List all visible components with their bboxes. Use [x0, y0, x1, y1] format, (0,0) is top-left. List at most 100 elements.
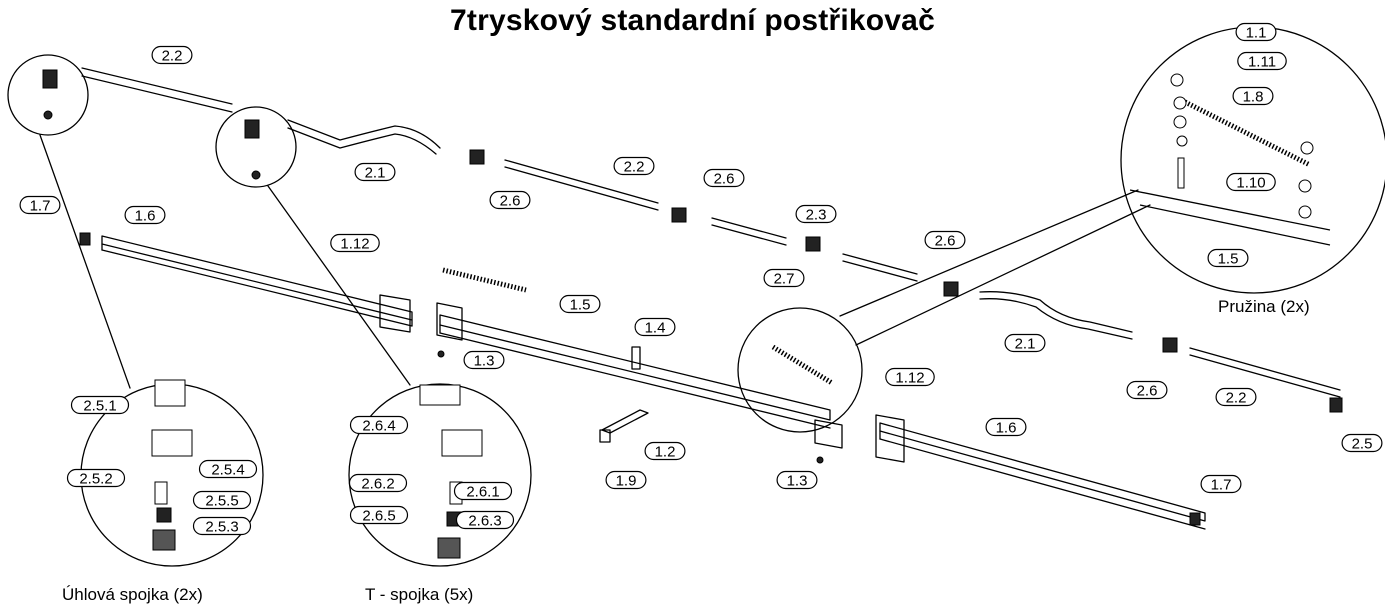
- part-label: 2.5: [1341, 433, 1383, 453]
- part-label-text: 1.6: [135, 208, 156, 225]
- part-label-bubble: [70, 395, 130, 415]
- part-label-text: 2.6.2: [361, 476, 394, 493]
- part-label: 2.6: [1126, 380, 1168, 400]
- part-label-bubble: [1341, 433, 1383, 453]
- part-label-text: 2.2: [624, 159, 645, 176]
- part-label-text: 2.6: [935, 233, 956, 250]
- part-label-text: 2.6.1: [466, 484, 499, 501]
- part-label-text: 1.3: [474, 353, 495, 370]
- springs: [442, 99, 1312, 386]
- part-label-bubble: [453, 481, 513, 501]
- part-label-bubble: [192, 516, 252, 536]
- small-parts: [42, 69, 1343, 559]
- part-label-bubble: [1237, 51, 1287, 71]
- part-label: 1.5: [1207, 248, 1249, 268]
- part-label-text: 2.5.5: [205, 493, 238, 510]
- caption-spring: Pružina (2x): [1218, 297, 1310, 316]
- part-label-bubble: [1207, 248, 1249, 268]
- detail-circle-spring-small: [737, 307, 863, 433]
- part-label: 1.7: [1200, 474, 1242, 494]
- part-label: 2.2: [1215, 387, 1257, 407]
- part-label-text: 1.7: [30, 198, 51, 215]
- part-label-text: 2.5: [1352, 436, 1373, 453]
- part-label-bubble: [924, 230, 966, 250]
- part-label: 1.6: [985, 417, 1027, 437]
- part-label-text: 1.8: [1243, 89, 1264, 106]
- part-label: 2.6.1: [453, 481, 513, 501]
- part-label: 1.9: [605, 470, 647, 490]
- part-label-bubble: [605, 470, 647, 490]
- part-label-text: 2.6.3: [468, 513, 501, 530]
- part-label-bubble: [455, 510, 515, 530]
- part-label-text: 1.5: [1218, 251, 1239, 268]
- part-label: 2.2: [613, 156, 655, 176]
- part-label-text: 1.11: [1248, 54, 1276, 71]
- part-label-text: 2.5.3: [205, 519, 238, 536]
- part-label-text: 1.4: [645, 320, 666, 337]
- detail-circle-tee-top: [215, 106, 297, 188]
- part-label-bubble: [1126, 380, 1168, 400]
- part-label: 2.6: [703, 168, 745, 188]
- part-label-bubble: [198, 459, 258, 479]
- part-label: 2.5.1: [70, 395, 130, 415]
- part-label: 1.12: [885, 367, 935, 387]
- part-label-text: 1.1: [1246, 25, 1267, 42]
- part-label-bubble: [66, 468, 126, 488]
- part-label-text: 1.12: [895, 370, 924, 387]
- part-label: 1.3: [776, 470, 818, 490]
- detail-circle-tee-bottom: [348, 383, 532, 567]
- part-label: 2.7: [763, 268, 805, 288]
- caption-tee-fitting: T - spojka (5x): [365, 585, 474, 604]
- part-label: 2.1: [1004, 333, 1046, 353]
- part-label-bubble: [776, 470, 818, 490]
- part-label-bubble: [489, 190, 531, 210]
- part-label-bubble: [985, 417, 1027, 437]
- part-label-bubble: [1235, 22, 1277, 42]
- part-label-bubble: [349, 505, 409, 525]
- part-label-text: 2.1: [1015, 336, 1036, 353]
- part-label-text: 2.6: [714, 171, 735, 188]
- part-label: 1.6: [124, 205, 166, 225]
- part-label-bubble: [559, 294, 601, 314]
- part-label: 1.1: [1235, 22, 1277, 42]
- part-label-bubble: [1200, 474, 1242, 494]
- part-label-bubble: [1004, 333, 1046, 353]
- part-label-text: 1.2: [655, 444, 676, 461]
- part-label-text: 1.3: [787, 473, 808, 490]
- part-label-bubble: [1215, 387, 1257, 407]
- part-label-bubble: [463, 350, 505, 370]
- part-label-bubble: [330, 233, 380, 253]
- part-label-text: 2.3: [806, 207, 827, 224]
- part-label: 2.6.5: [349, 505, 409, 525]
- part-label-text: 2.2: [1226, 390, 1247, 407]
- part-label-bubble: [192, 490, 252, 510]
- part-label-bubble: [634, 317, 676, 337]
- part-label-text: 2.6.5: [362, 508, 395, 525]
- part-label-text: 2.6.4: [362, 418, 395, 435]
- part-label-text: 1.6: [996, 420, 1017, 437]
- part-label-bubble: [151, 45, 193, 65]
- part-label: 1.2: [644, 441, 686, 461]
- part-label-text: 2.5.1: [83, 398, 116, 415]
- part-label-bubble: [348, 473, 408, 493]
- part-label: 2.1: [354, 162, 396, 182]
- part-label: 2.2: [151, 45, 193, 65]
- part-label-bubble: [763, 268, 805, 288]
- part-label: 2.6: [924, 230, 966, 250]
- part-label-text: 1.7: [1211, 477, 1232, 494]
- part-label: 1.12: [330, 233, 380, 253]
- part-label: 2.6.4: [349, 415, 409, 435]
- part-label: 2.5.5: [192, 490, 252, 510]
- part-label-text: 2.5.4: [211, 462, 244, 479]
- part-label-text: 1.10: [1236, 175, 1265, 192]
- part-label: 2.5.4: [198, 459, 258, 479]
- part-label-bubble: [354, 162, 396, 182]
- part-label: 1.11: [1237, 51, 1287, 71]
- part-label-bubble: [703, 168, 745, 188]
- part-label-bubble: [1226, 172, 1276, 192]
- part-label-text: 1.9: [616, 473, 637, 490]
- part-label-bubble: [644, 441, 686, 461]
- part-label-bubble: [124, 205, 166, 225]
